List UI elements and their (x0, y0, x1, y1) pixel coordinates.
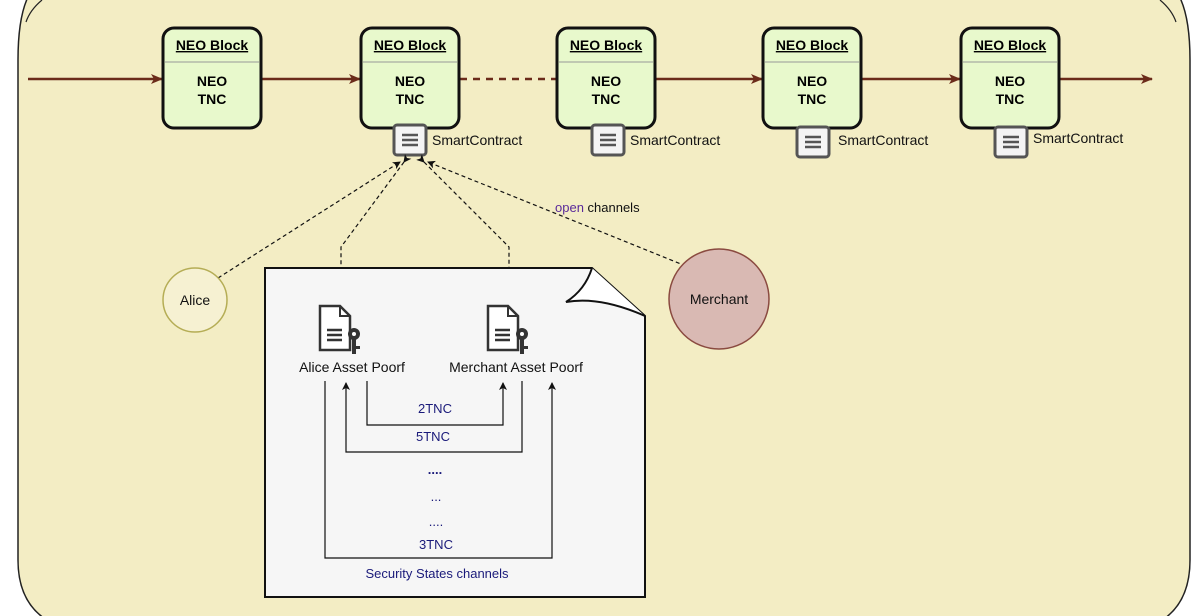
transfer-2tnc: 2TNC (418, 401, 452, 416)
block-title: NEO Block (176, 37, 249, 53)
block-title: NEO Block (570, 37, 643, 53)
security-states-footer: Security States channels (365, 566, 509, 581)
block-line-tnc: TNC (198, 91, 227, 107)
transfer-3tnc: 3TNC (419, 537, 453, 552)
merchant-proof-label: Merchant Asset Poorf (449, 359, 583, 375)
smart-contract-icon (993, 125, 1029, 159)
transfer-5tnc: 5TNC (416, 429, 450, 444)
transfer-ellipsis: ... (431, 489, 442, 504)
alice-label: Alice (180, 292, 211, 308)
block-line-tnc: TNC (996, 91, 1025, 107)
merchant-label: Merchant (690, 291, 748, 307)
smart-contract-label: SmartContract (1033, 130, 1123, 146)
corner-curve-left (25, 0, 43, 23)
smart-contract-label: SmartContract (838, 132, 928, 148)
transfer-line-3tnc (324, 381, 556, 559)
corner-curve-right (1159, 0, 1177, 23)
transfer-ellipsis: .... (429, 514, 443, 529)
block-line-tnc: TNC (592, 91, 621, 107)
block-line-neo: NEO (395, 73, 425, 89)
smart-contract-icon (392, 123, 428, 157)
transfer-line-5tnc (342, 381, 523, 453)
merchant-node (668, 248, 770, 350)
security-states-document (264, 267, 646, 598)
block-title: NEO Block (974, 37, 1047, 53)
open-channels-label: open channels (555, 200, 640, 215)
block-line-neo: NEO (591, 73, 621, 89)
block-title: NEO Block (776, 37, 849, 53)
transfer-line-2tnc (366, 381, 507, 426)
block-line-neo: NEO (995, 73, 1025, 89)
open-word: open (555, 200, 584, 215)
smart-contract-label: SmartContract (432, 132, 522, 148)
alice-proof-label: Alice Asset Poorf (299, 359, 405, 375)
alice-node (162, 267, 228, 333)
block-line-tnc: TNC (396, 91, 425, 107)
block-title: NEO Block (374, 37, 447, 53)
neo-block: NEO Block NEO TNC (555, 26, 657, 130)
channels-word: channels (584, 200, 640, 215)
smart-contract-icon (590, 123, 626, 157)
smart-contract-icon (795, 125, 831, 159)
block-line-neo: NEO (797, 73, 827, 89)
neo-block: NEO Block NEO TNC (359, 26, 461, 130)
neo-block: NEO Block NEO TNC (161, 26, 263, 130)
block-line-tnc: TNC (798, 91, 827, 107)
neo-block: NEO Block NEO TNC (761, 26, 863, 130)
neo-block: NEO Block NEO TNC (959, 26, 1061, 130)
smart-contract-label: SmartContract (630, 132, 720, 148)
block-line-neo: NEO (197, 73, 227, 89)
transfer-ellipsis: .... (428, 462, 442, 477)
alice-to-contract-line (217, 161, 401, 279)
